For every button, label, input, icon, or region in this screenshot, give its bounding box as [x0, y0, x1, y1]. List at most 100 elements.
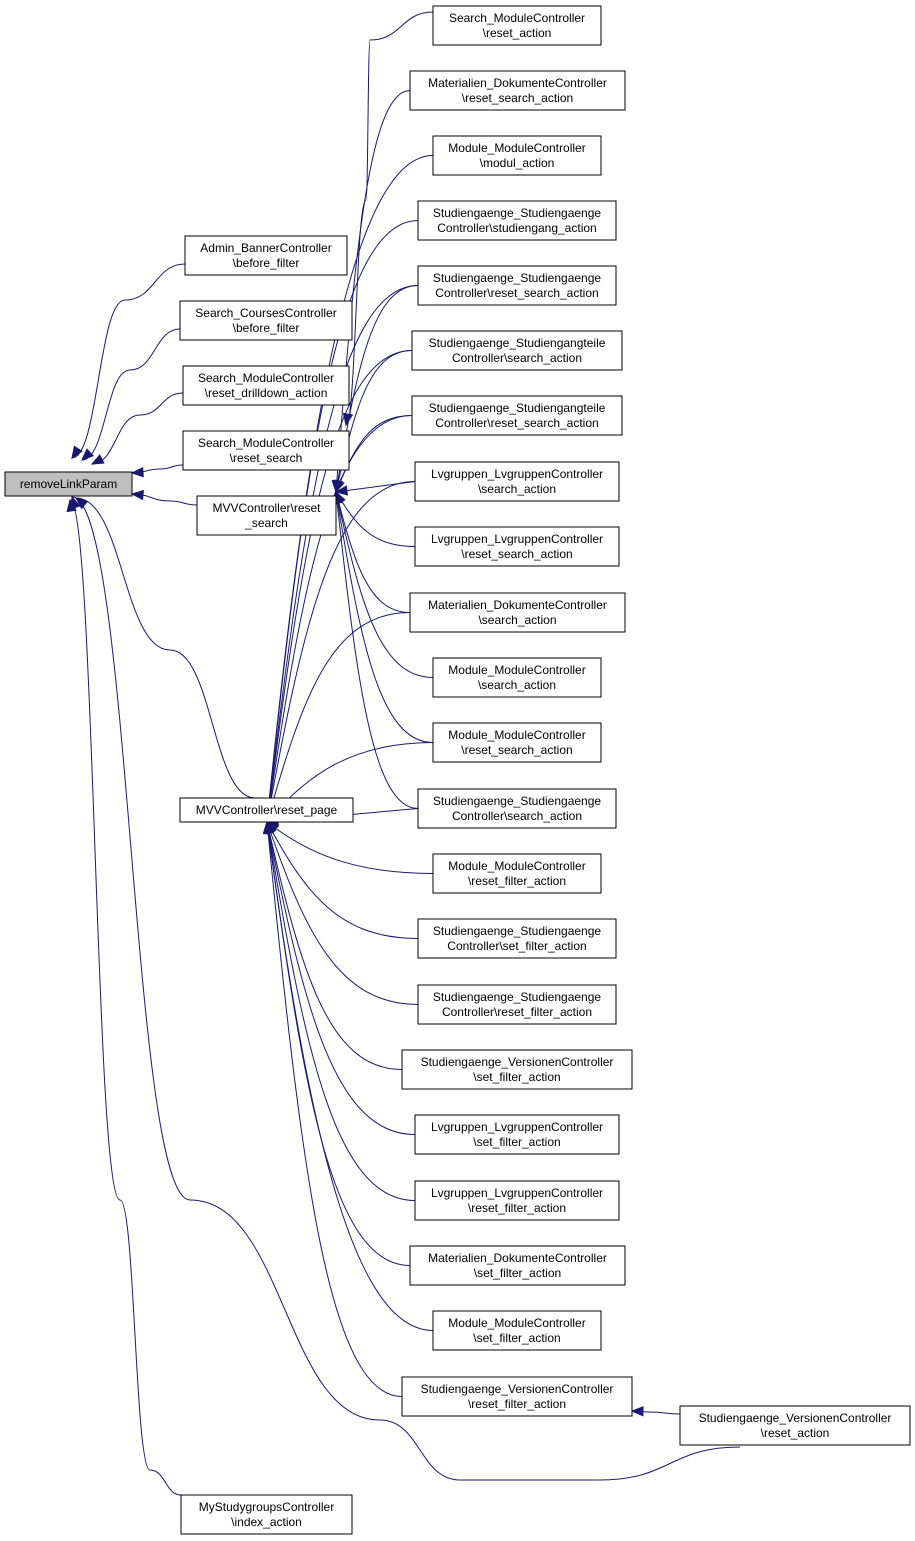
node-box: [432, 722, 602, 763]
node-label-line: \reset_action: [483, 26, 552, 40]
node-r-sg-set-filter[interactable]: Studiengaenge_StudiengaengeController\se…: [417, 918, 617, 959]
node-label-line: Module_ModuleController: [448, 141, 585, 155]
node-r-mod-search[interactable]: Module_ModuleController\search_action: [432, 657, 602, 698]
edge-r_mod_reset_search-to-mvv_reset_search: [335, 491, 434, 743]
node-label-line: \search_action: [478, 482, 556, 496]
node-box: [432, 5, 602, 46]
arrowhead-r_lvg_search-to-mvv_reset_search: [334, 485, 349, 496]
node-label-line: Studiengaenge_Studiengangteile: [429, 336, 606, 350]
edge-admin_banner-to-remove: [71, 263, 186, 459]
node-label-line: \reset_filter_action: [468, 1201, 566, 1215]
node-r-ver-reset-filter[interactable]: Studiengaenge_VersionenController\reset_…: [401, 1376, 633, 1417]
node-label-line: Studiengaenge_Studiengaenge: [433, 271, 601, 285]
edge-r_search_mod_reset-to-search_mod_reset_search: [345, 11, 434, 426]
node-label-line: Controller\set_filter_action: [447, 939, 586, 953]
node-label-line: Controller\reset_filter_action: [442, 1005, 592, 1019]
node-label-line: \set_filter_action: [474, 1266, 561, 1280]
node-box: [179, 797, 354, 823]
node-box: [414, 461, 620, 502]
node-r-mat-reset-search[interactable]: Materialien_DokumenteController\reset_se…: [409, 70, 626, 111]
node-box: [414, 526, 620, 567]
node-r-sg-reset-search[interactable]: Studiengaenge_StudiengaengeController\re…: [417, 265, 617, 306]
node-r-mat-search[interactable]: Materialien_DokumenteController\search_a…: [409, 592, 626, 633]
node-mystudygroups[interactable]: MyStudygroupsController\index_action: [180, 1494, 353, 1535]
node-box: [432, 1310, 602, 1351]
node-box: [417, 265, 617, 306]
arrowhead-admin_banner-to-remove: [71, 445, 83, 460]
node-remove[interactable]: removeLinkParam: [4, 471, 133, 497]
node-label-line: Studiengaenge_VersionenController: [421, 1055, 614, 1069]
node-r-ver-set-filter[interactable]: Studiengaenge_VersionenController\set_fi…: [401, 1049, 633, 1090]
node-mvv-reset-search[interactable]: MVVController\reset_search: [196, 495, 337, 536]
node-r-lvg-reset-filter[interactable]: Lvgruppen_LvgruppenController\reset_filt…: [414, 1180, 620, 1221]
node-r-mod-reset-search[interactable]: Module_ModuleController\reset_search_act…: [432, 722, 602, 763]
node-label-line: removeLinkParam: [20, 477, 117, 491]
edge-r_lvg_set_filter-to-mvv_reset_page: [266, 821, 416, 1135]
node-search-mod-reset-search[interactable]: Search_ModuleController\reset_search: [182, 430, 350, 471]
node-search-mod-drill[interactable]: Search_ModuleController\reset_drilldown_…: [182, 365, 350, 406]
node-box: [679, 1405, 911, 1446]
node-r-mat-set-filter[interactable]: Materialien_DokumenteController\set_filt…: [409, 1245, 626, 1286]
node-box: [401, 1049, 633, 1090]
arrowhead-search_courses-to-remove: [81, 448, 94, 461]
node-label-line: \reset_action: [761, 1426, 830, 1440]
node-r-sg-reset-filter[interactable]: Studiengaenge_StudiengaengeController\re…: [417, 984, 617, 1025]
node-label-line: Lvgruppen_LvgruppenController: [431, 467, 603, 481]
node-mvv-reset-page[interactable]: MVVController\reset_page: [179, 797, 354, 823]
arrowhead-mystudygroups-to-remove: [66, 498, 77, 513]
node-r-sg-search[interactable]: Studiengaenge_StudiengaengeController\se…: [417, 788, 617, 829]
node-label-line: \reset_search_action: [461, 743, 572, 757]
edge-mystudygroups-to-remove: [69, 499, 182, 1496]
node-search-courses[interactable]: Search_CoursesController\before_filter: [179, 300, 353, 341]
arrowhead-r_ver_reset_filter-to-mvv_reset_page: [262, 820, 274, 834]
node-box: [184, 235, 348, 276]
node-r-mod-reset-filter[interactable]: Module_ModuleController\reset_filter_act…: [432, 853, 602, 894]
node-admin-banner[interactable]: Admin_BannerController\before_filter: [184, 235, 348, 276]
node-r-sg-studiengang[interactable]: Studiengaenge_StudiengaengeController\st…: [417, 200, 617, 241]
edge-r_lvg_reset_filter-to-mvv_reset_page: [266, 821, 416, 1201]
node-label-line: MyStudygroupsController: [199, 1500, 334, 1514]
node-box: [411, 330, 623, 371]
arrowhead-mvv_reset_search-to-remove: [130, 489, 144, 501]
node-box: [4, 471, 133, 497]
node-r-sgt-search[interactable]: Studiengaenge_StudiengangteileController…: [411, 330, 623, 371]
node-label-line: Controller\search_action: [452, 351, 582, 365]
node-box: [182, 430, 350, 471]
node-label-line: \search_action: [478, 613, 556, 627]
node-r-lvg-set-filter[interactable]: Lvgruppen_LvgruppenController\set_filter…: [414, 1114, 620, 1155]
node-box: [179, 300, 353, 341]
edge-r_lvg_search-to-mvv_reset_search: [335, 481, 416, 493]
node-label-line: Module_ModuleController: [448, 1316, 585, 1330]
node-label-line: Module_ModuleController: [448, 859, 585, 873]
node-box: [432, 135, 602, 176]
edge-search_mod_drill-to-remove: [91, 392, 184, 465]
node-label-line: Studiengaenge_VersionenController: [699, 1411, 892, 1425]
node-r-mod-modul[interactable]: Module_ModuleController\modul_action: [432, 135, 602, 176]
node-r-lvg-reset-search[interactable]: Lvgruppen_LvgruppenController\reset_sear…: [414, 526, 620, 567]
edge-r_mod_search-to-mvv_reset_search: [335, 491, 434, 678]
node-label-line: Controller\studiengang_action: [437, 221, 596, 235]
arrowhead-r_ver_reset-to-r_ver_reset_filter: [630, 1406, 644, 1417]
edge-r_ver_reset-to-remove: [71, 496, 741, 1481]
node-box: [414, 1180, 620, 1221]
node-label-line: Controller\reset_search_action: [435, 286, 598, 300]
node-r-lvg-search[interactable]: Lvgruppen_LvgruppenController\search_act…: [414, 461, 620, 502]
node-label-line: \reset_filter_action: [468, 874, 566, 888]
node-box: [432, 657, 602, 698]
node-label-line: MVVController\reset: [212, 501, 321, 515]
node-label-line: \reset_search: [230, 451, 303, 465]
edge-r_mod_reset_filter-to-mvv_reset_page: [266, 821, 434, 874]
node-label-line: MVVController\reset_page: [196, 803, 338, 817]
node-label-line: \before_filter: [233, 321, 300, 335]
node-r-search-mod-reset[interactable]: Search_ModuleController\reset_action: [432, 5, 602, 46]
edge-r_sg_set_filter-to-mvv_reset_page: [266, 821, 419, 939]
node-box: [401, 1376, 633, 1417]
node-r-mod-set-filter[interactable]: Module_ModuleController\set_filter_actio…: [432, 1310, 602, 1351]
node-label-line: Studiengaenge_Studiengaenge: [433, 794, 601, 808]
edge-mvv_reset_search-to-remove: [131, 493, 198, 506]
node-r-sgt-reset-search[interactable]: Studiengaenge_StudiengangteileController…: [411, 395, 623, 436]
node-r-ver-reset[interactable]: Studiengaenge_VersionenController\reset_…: [679, 1405, 911, 1446]
node-label-line: \reset_filter_action: [468, 1397, 566, 1411]
edge-r_sg_search-to-mvv_reset_search: [335, 491, 419, 809]
